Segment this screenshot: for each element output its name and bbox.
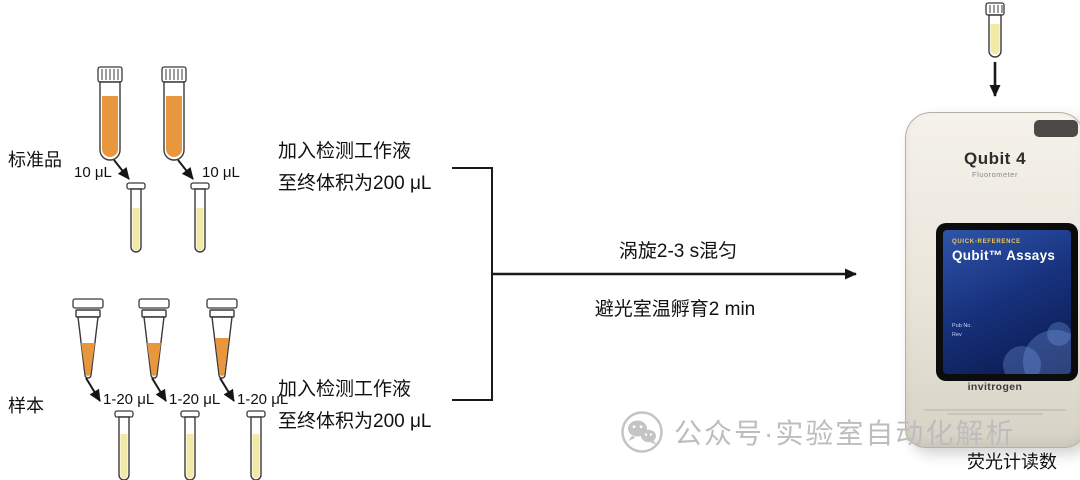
fine-print bbox=[906, 407, 1080, 417]
screen-decor-circle bbox=[1047, 322, 1071, 346]
volume-label: 10 μL bbox=[202, 164, 240, 181]
transfer-arrow bbox=[85, 377, 101, 402]
device-name: Qubit 4 bbox=[963, 149, 1027, 168]
step-line: 加入检测工作液 bbox=[278, 379, 412, 400]
assay-tube-icon bbox=[246, 410, 266, 480]
screen-meta: Pub No. Rev bbox=[952, 322, 972, 340]
transfer-arrow bbox=[113, 159, 130, 180]
device-subtitle: Fluorometer bbox=[972, 170, 1018, 179]
assay-tube-icon bbox=[180, 410, 200, 480]
transfer-arrow bbox=[177, 159, 194, 180]
reading-label: 荧光计读数 bbox=[967, 452, 1057, 472]
screen-tag: QUICK-REFERENCE bbox=[952, 239, 1021, 245]
standards-label: 标准品 bbox=[8, 150, 62, 170]
volume-label: 1-20 μL bbox=[237, 391, 289, 408]
add-reagent-step-samples: 加入检测工作液 至终体积为200 μL bbox=[278, 374, 432, 438]
samples-label: 样本 bbox=[8, 396, 44, 416]
volume-label: 1-20 μL bbox=[169, 391, 221, 408]
device-screen: QUICK-REFERENCE Qubit™ Assays Pub No. Re… bbox=[936, 223, 1078, 381]
fine-print-line bbox=[924, 409, 1066, 411]
standard-tube-icon bbox=[97, 66, 123, 161]
transfer-arrow bbox=[219, 377, 235, 402]
vortex-label: 涡旋2-3 s混匀 bbox=[618, 241, 738, 262]
sample-tube-icon bbox=[72, 298, 104, 379]
add-reagent-step-standards: 加入检测工作液 至终体积为200 μL bbox=[278, 136, 432, 200]
incubate-label: 避光室温孵育2 min bbox=[594, 299, 756, 320]
assay-tube-icon bbox=[190, 182, 210, 253]
fine-print-line bbox=[947, 413, 1043, 415]
step-line: 加入检测工作液 bbox=[278, 141, 412, 162]
device-screen-content: QUICK-REFERENCE Qubit™ Assays Pub No. Re… bbox=[943, 230, 1071, 374]
loaded-assay-tube-icon bbox=[985, 2, 1005, 58]
maker-logo: invitrogen bbox=[967, 381, 1023, 393]
sample-tube-icon bbox=[206, 298, 238, 379]
watermark-text: 公众号·实验室自动化解析 bbox=[674, 418, 1016, 449]
screen-rev: Rev bbox=[952, 332, 962, 338]
step-line: 至终体积为200 μL bbox=[278, 173, 432, 194]
device-brand-block: Qubit 4 Fluorometer bbox=[906, 149, 1080, 179]
process-bracket bbox=[452, 167, 493, 401]
volume-label: 1-20 μL bbox=[103, 391, 155, 408]
qubit-fluorometer: Qubit 4 Fluorometer QUICK-REFERENCE Qubi… bbox=[905, 112, 1080, 448]
assay-tube-icon bbox=[126, 182, 146, 253]
volume-label: 10 μL bbox=[74, 164, 112, 181]
screen-pub-no: Pub No. bbox=[952, 323, 972, 329]
wechat-icon bbox=[621, 411, 663, 453]
watermark: 公众号·实验室自动化解析 bbox=[620, 410, 1015, 454]
transfer-arrow bbox=[151, 377, 167, 402]
screen-decor-circle bbox=[1003, 346, 1041, 374]
step-line: 至终体积为200 μL bbox=[278, 411, 432, 432]
sample-tube-icon bbox=[138, 298, 170, 379]
device-top-port bbox=[1034, 120, 1078, 137]
standard-tube-icon bbox=[161, 66, 187, 161]
screen-title: Qubit™ Assays bbox=[952, 248, 1056, 263]
assay-tube-icon bbox=[114, 410, 134, 480]
